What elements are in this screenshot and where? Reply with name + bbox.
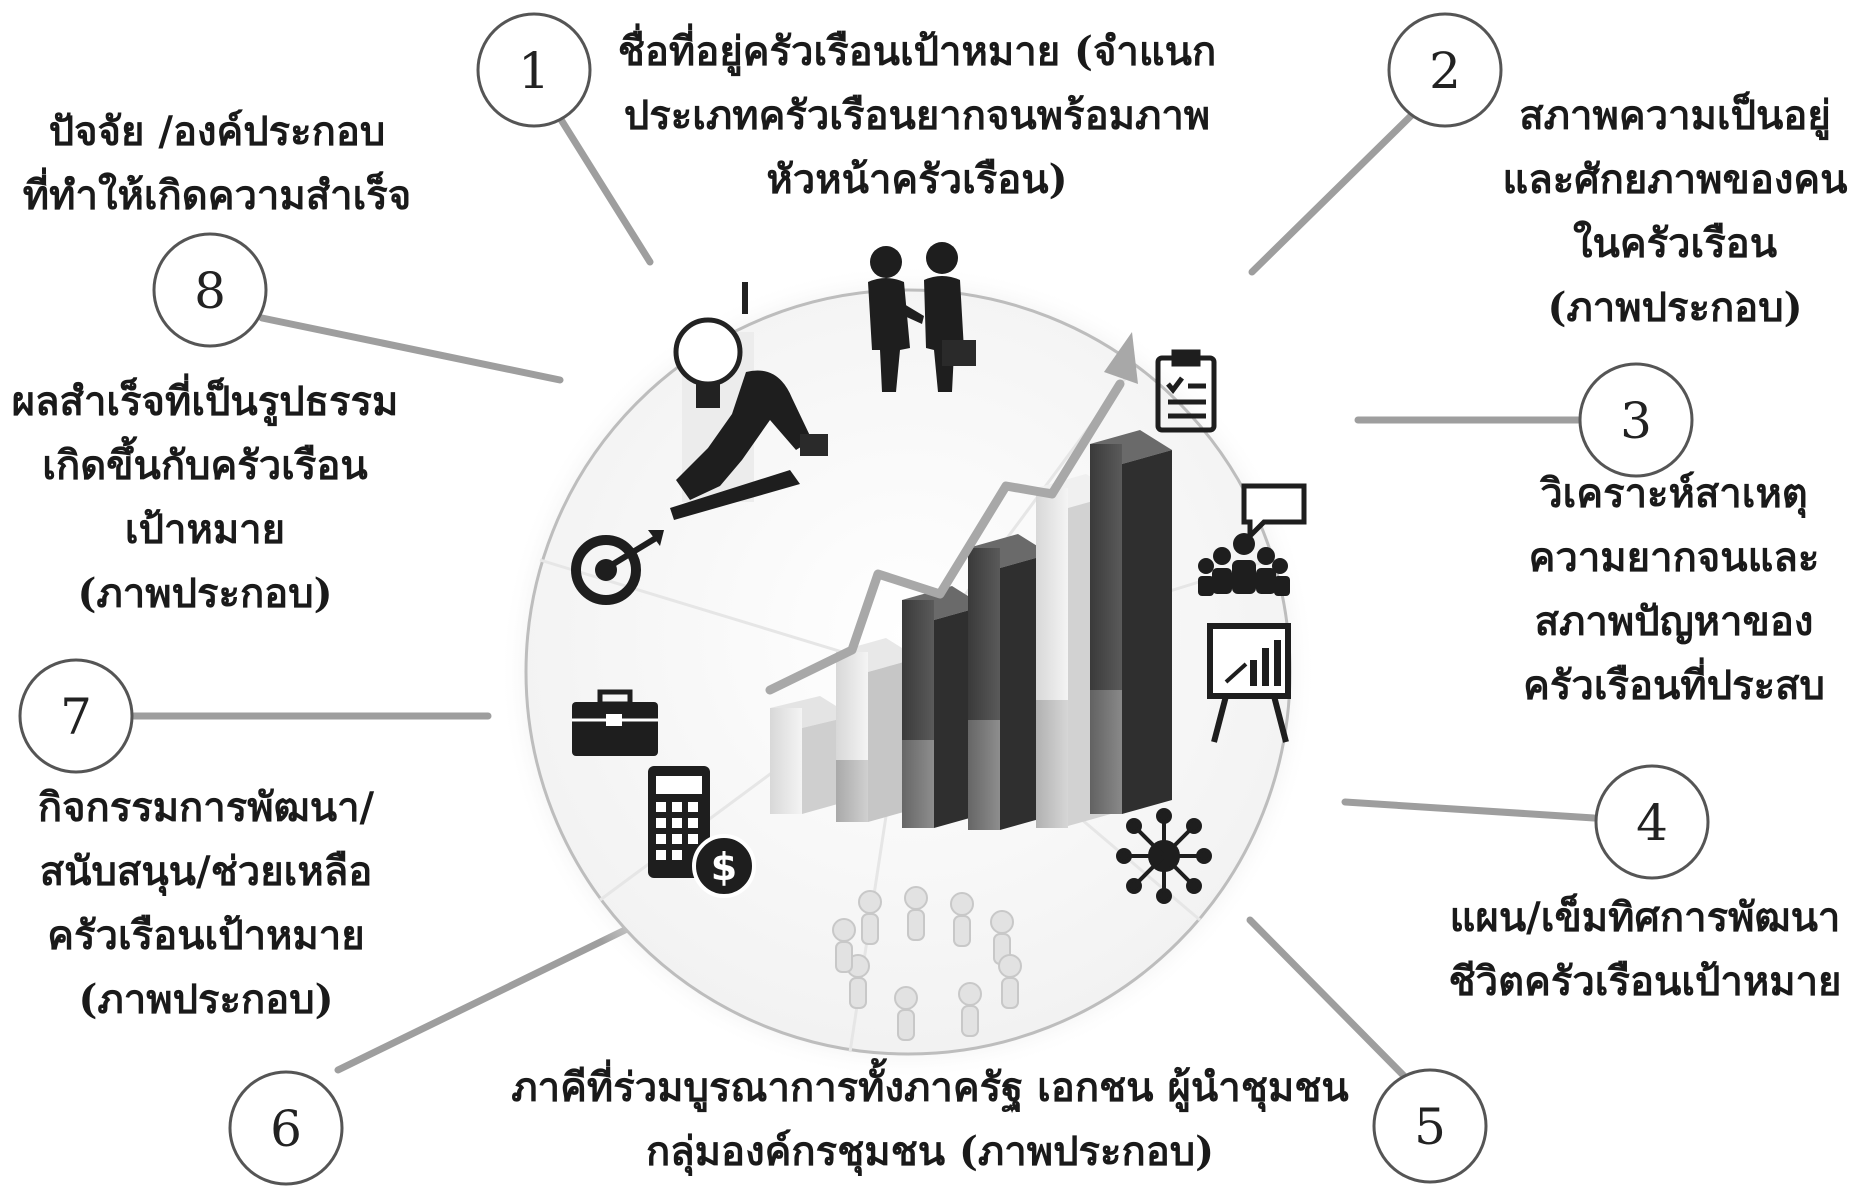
caption-step-3-line-3: สภาพปัญหาของ [1534, 598, 1814, 645]
connector-2 [1248, 100, 1427, 276]
caption-step-3-line-2: ความยากจนและ [1528, 534, 1820, 581]
connector-6 [334, 926, 629, 1074]
growth-arrow-line [765, 379, 1125, 695]
handshake-icon [868, 242, 976, 392]
connector-5 [1246, 916, 1414, 1086]
caption-step-1-line-3: หัวหน้าครัวเรือน) [766, 156, 1068, 203]
caption-step-7-line-1: กิจกรรมการพัฒนา/ [37, 784, 375, 831]
svg-text:$: $ [711, 845, 737, 889]
step-circle-8: 8 [152, 232, 268, 348]
caption-step-8-line-1: ผลสำเร็จที่เป็นรูปธรรม [11, 378, 399, 425]
step-number-3: 3 [1620, 392, 1652, 450]
caption-step-7-line-2: สนับสนุน/ช่วยเหลือ [39, 848, 373, 895]
caption-step-4: แผน/เข็มทิศการพัฒนา ชีวิตครัวเรือนเป้าหม… [1440, 886, 1850, 1014]
step-circle-4: 4 [1594, 764, 1710, 880]
presentation-audience-icon [1198, 483, 1307, 596]
caption-step-1-line-1: ชื่อที่อยู่ครัวเรือนเป้าหมาย (จำแนก [617, 28, 1217, 75]
caption-step-4-line-2: ชีวิตครัวเรือนเป้าหมาย [1448, 958, 1842, 1005]
step-circle-1: 1 [476, 12, 592, 128]
people-circle-icon [832, 886, 1022, 1041]
step-circle-2: 2 [1387, 12, 1503, 128]
connector-1 [556, 114, 654, 266]
step-number-1: 1 [518, 42, 550, 100]
target-icon [571, 530, 664, 605]
number-circles: 1 2 3 4 5 6 7 8 [18, 12, 1710, 1186]
caption-step-8-line-3: เป้าหมาย [124, 506, 286, 553]
connector-lines [128, 100, 1598, 1086]
caption-step-8: ผลสำเร็จที่เป็นรูปธรรม เกิดขึ้นกับครัวเร… [0, 370, 410, 626]
caption-top-left-line-1: ปัจจัย /องค์ประกอบ [48, 108, 386, 155]
caption-step-7-line-4: (ภาพประกอบ) [78, 976, 334, 1023]
caption-step-8-line-2: เกิดขึ้นกับครัวเรือน [42, 442, 368, 489]
lightbulb-idea-icon [670, 282, 828, 520]
step-circle-6: 6 [228, 1070, 344, 1186]
step-number-2: 2 [1429, 42, 1461, 100]
caption-step-6-line-2: กลุ่มองค์กรชุมชน (ภาพประกอบ) [645, 1128, 1215, 1175]
caption-step-2-line-4: (ภาพประกอบ) [1547, 284, 1803, 331]
step-number-7: 7 [60, 688, 92, 746]
calculator-dollar-icon: $ [648, 766, 756, 898]
caption-step-1-line-2: ประเภทครัวเรือนยากจนพร้อมภาพ [623, 92, 1211, 139]
bar-6 [1090, 430, 1172, 814]
caption-step-4-line-1: แผน/เข็มทิศการพัฒนา [1449, 894, 1841, 941]
caption-top-left: ปัจจัย /องค์ประกอบ ที่ทำให้เกิดความสำเร็… [22, 100, 412, 228]
connector-8 [258, 314, 564, 384]
caption-step-2-line-2: และศักยภาพของคน [1502, 156, 1848, 203]
caption-step-2-line-1: สภาพความเป็นอยู่ [1519, 92, 1831, 139]
step-circle-3: 3 [1578, 362, 1694, 478]
caption-step-2-line-3: ในครัวเรือน [1572, 220, 1778, 267]
caption-step-6-line-1: ภาคีที่ร่วมบูรณาการทั้งภาครัฐ เอกชน ผู้น… [511, 1064, 1349, 1111]
step-number-5: 5 [1414, 1098, 1446, 1156]
growth-arrow-head [1104, 332, 1138, 384]
caption-top-left-line-2: ที่ทำให้เกิดความสำเร็จ [22, 172, 412, 219]
presentation-chart-icon [1207, 623, 1291, 743]
step-number-8: 8 [194, 262, 226, 320]
step-number-4: 4 [1636, 794, 1668, 852]
connector-4 [1341, 798, 1598, 822]
step-circle-5: 5 [1372, 1068, 1488, 1184]
briefcase-icon [572, 689, 658, 756]
network-hub-icon [1116, 808, 1212, 904]
caption-step-3: วิเคราะห์สาเหตุ ความยากจนและ สภาพปัญหาขอ… [1504, 462, 1844, 718]
growth-bar-chart-icon [765, 332, 1172, 830]
caption-step-6: ภาคีที่ร่วมบูรณาการทั้งภาครัฐ เอกชน ผู้น… [470, 1056, 1390, 1184]
caption-step-8-line-4: (ภาพประกอบ) [77, 570, 333, 617]
caption-step-7-line-3: ครัวเรือนเป้าหมาย [47, 912, 365, 959]
caption-step-2: สภาพความเป็นอยู่ และศักยภาพของคน ในครัวเ… [1500, 84, 1850, 340]
step-number-6: 6 [270, 1100, 302, 1158]
caption-step-3-line-4: ครัวเรือนที่ประสบ [1523, 662, 1825, 709]
clipboard-checklist-icon [1155, 349, 1217, 433]
step-circle-7: 7 [18, 658, 134, 774]
caption-step-1: ชื่อที่อยู่ครัวเรือนเป้าหมาย (จำแนก ประเ… [612, 20, 1222, 212]
caption-step-7: กิจกรรมการพัฒนา/ สนับสนุน/ช่วยเหลือ ครัว… [6, 776, 406, 1032]
caption-step-3-line-1: วิเคราะห์สาเหตุ [1540, 470, 1808, 517]
